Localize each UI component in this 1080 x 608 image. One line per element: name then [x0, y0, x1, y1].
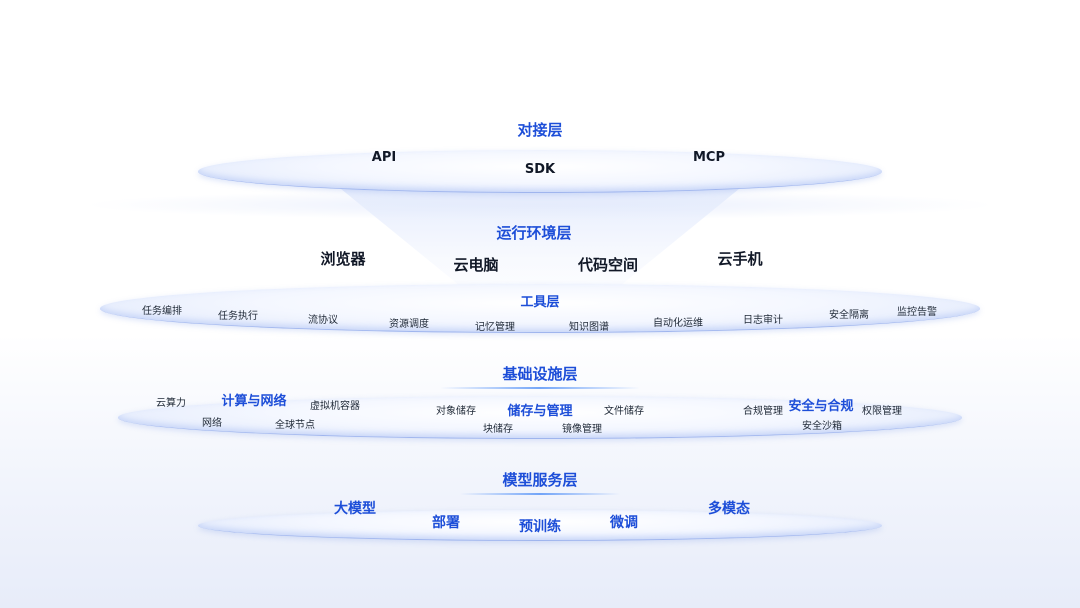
security-compliance-title: 安全与合规	[788, 399, 854, 414]
security-item: 合规管理	[743, 406, 783, 417]
tool-item: 日志审计	[743, 315, 783, 326]
security-item: 权限管理	[862, 406, 902, 417]
model-title-underline	[460, 493, 620, 495]
compute-item: 全球节点	[275, 420, 315, 431]
storage-management-title: 储存与管理	[507, 404, 573, 419]
storage-item: 对象储存	[436, 406, 476, 417]
tool-item: 流协议	[308, 315, 338, 326]
tool-item: 安全隔离	[829, 310, 869, 321]
connection-item-sdk: SDK	[524, 162, 556, 177]
model-item: 多模态	[708, 501, 750, 517]
connection-layer-title: 对接层	[517, 121, 563, 139]
tool-item: 记忆管理	[475, 322, 515, 333]
runtime-item-code-space: 代码空间	[577, 256, 639, 274]
connection-layer-disc	[198, 150, 882, 193]
tool-layer-title: 工具层	[520, 295, 560, 310]
infra-layer-title: 基础设施层	[502, 365, 578, 383]
storage-item: 镜像管理	[562, 424, 602, 435]
connection-item-mcp: MCP	[692, 150, 726, 165]
storage-item: 文件储存	[604, 406, 644, 417]
tool-item: 任务执行	[218, 311, 258, 322]
model-layer-title: 模型服务层	[502, 471, 578, 489]
runtime-layer-title: 运行环境层	[496, 224, 572, 242]
infra-layer-disc	[118, 396, 962, 439]
compute-network-title: 计算与网络	[221, 394, 287, 409]
runtime-item-cloud-phone: 云手机	[717, 250, 763, 268]
storage-item: 块储存	[483, 424, 513, 435]
connection-item-api: API	[371, 150, 397, 165]
model-item: 预训练	[519, 519, 561, 535]
model-item: 部署	[432, 515, 460, 531]
model-item: 大模型	[334, 501, 376, 517]
model-item: 微调	[610, 515, 638, 531]
runtime-item-browser: 浏览器	[320, 250, 366, 268]
tool-item: 自动化运维	[653, 318, 703, 329]
compute-item: 云算力	[156, 398, 186, 409]
compute-item: 网络	[202, 418, 222, 429]
model-layer-disc	[198, 510, 882, 541]
infra-title-underline	[440, 387, 640, 389]
security-item: 安全沙箱	[802, 421, 842, 432]
tool-layer-disc	[100, 284, 980, 333]
compute-item: 虚拟机容器	[310, 401, 360, 412]
tool-item: 资源调度	[389, 319, 429, 330]
tool-item: 任务编排	[142, 306, 182, 317]
tool-item: 监控告警	[897, 307, 937, 318]
runtime-item-cloud-pc: 云电脑	[453, 256, 499, 274]
tool-item: 知识图谱	[569, 322, 609, 333]
